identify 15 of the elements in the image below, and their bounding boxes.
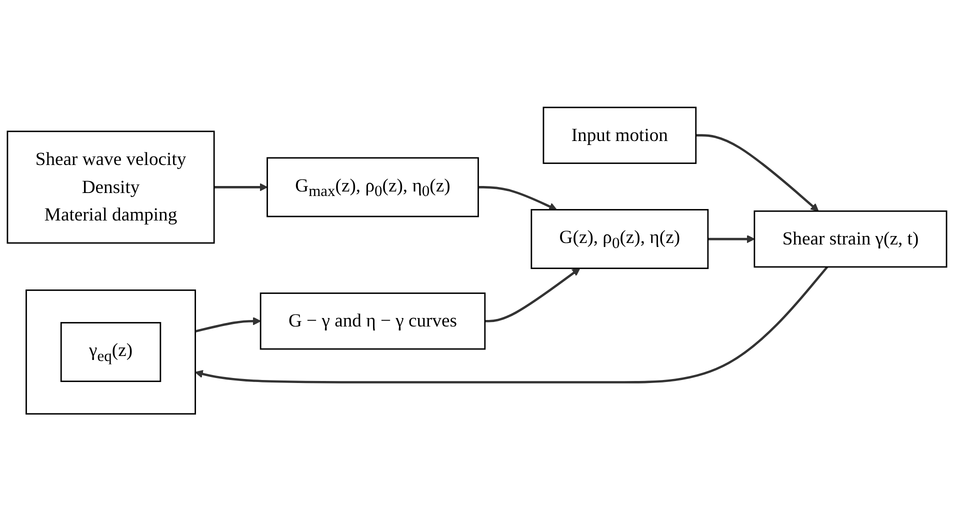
node-box: G$_{max}$(z), ρ$_{0}$(z), η$_{0}$(z) xyxy=(266,158,479,218)
arrow xyxy=(214,183,268,192)
node-box: Shear wave velocity Density Material damping xyxy=(6,131,215,244)
node-box: Shear strain γ(z, t) xyxy=(754,210,948,268)
arrow xyxy=(484,268,580,323)
cluster xyxy=(26,290,196,415)
arrow xyxy=(195,317,261,333)
arrow xyxy=(194,266,828,384)
node-box: Input motion xyxy=(542,107,697,164)
arrow xyxy=(478,186,558,211)
node-box: G(z), ρ$_{0}$(z), η(z) xyxy=(530,209,709,270)
node-box: G − γ and η − γ curves xyxy=(260,292,486,350)
arrow xyxy=(708,235,755,244)
node-box: γ$_{eq}$(z) xyxy=(60,322,162,382)
arrow xyxy=(696,134,819,212)
